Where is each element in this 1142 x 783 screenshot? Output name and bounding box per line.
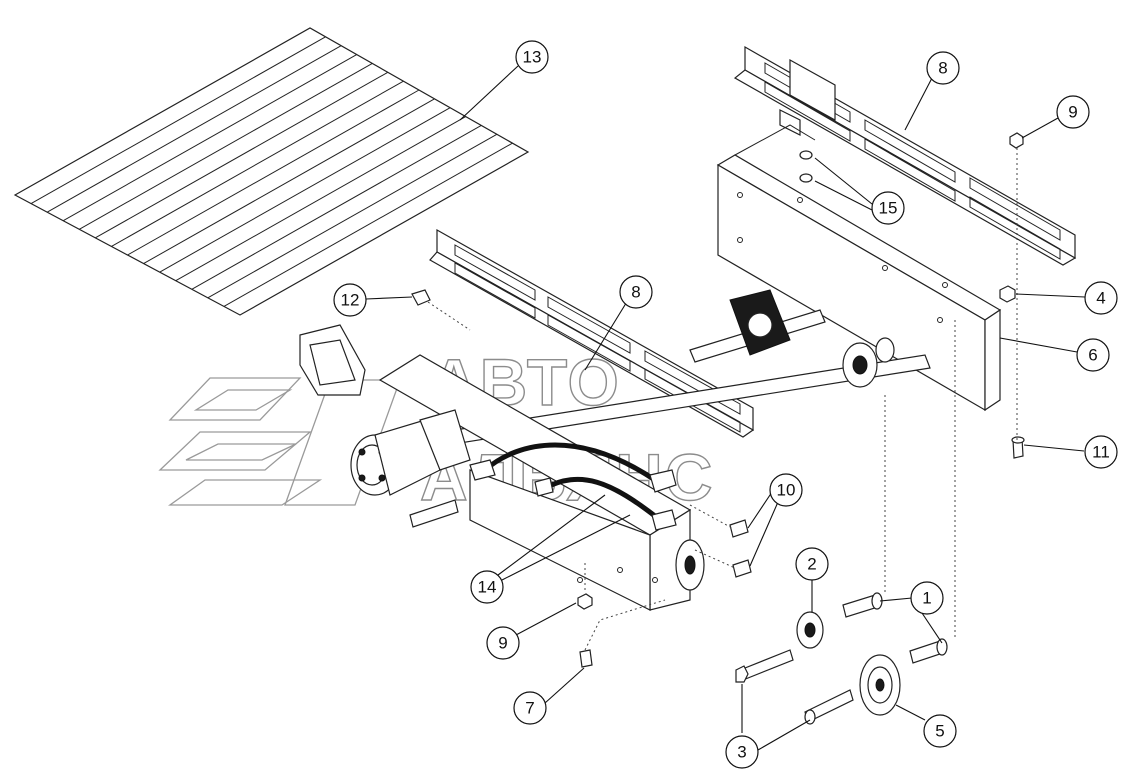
mat-slat [30, 36, 326, 205]
callout-15-label: 15 [879, 199, 898, 218]
callout-12-label: 12 [341, 291, 360, 310]
callout-6: 6 [1076, 338, 1110, 372]
callout-8-middle: 8 [619, 275, 653, 309]
callout-13: 13 [515, 40, 549, 74]
mat-slat [191, 124, 482, 290]
callout-3: 3 [725, 735, 759, 769]
mat-slat [62, 54, 357, 222]
watermark-logo [158, 377, 401, 506]
callout-4: 4 [1084, 281, 1118, 315]
callout-13-label: 13 [523, 48, 542, 67]
callout-6-label: 6 [1088, 346, 1097, 365]
callout-8-upper: 8 [926, 51, 960, 85]
callout-9-upper-label: 9 [1068, 103, 1077, 122]
callout-5: 5 [923, 714, 957, 748]
shaft-roller [842, 337, 895, 388]
leader-lines [365, 65, 1086, 751]
callout-3-label: 3 [737, 743, 746, 762]
nut-4 [999, 285, 1016, 303]
callout-11-label: 11 [1092, 443, 1110, 462]
pin-1-lower [909, 638, 948, 664]
roller-5 [859, 654, 901, 716]
callout-9-lower-label: 9 [498, 634, 507, 653]
callout-12: 12 [333, 283, 367, 317]
side-plate [716, 124, 1002, 412]
callout-1: 1 [910, 581, 944, 615]
callout-10-label: 10 [777, 481, 796, 500]
mat-slat [223, 142, 513, 307]
mat-slat [111, 80, 404, 247]
bolt-3-lower [804, 689, 854, 725]
callout-9-upper: 9 [1056, 95, 1090, 129]
hydraulic-motor [350, 409, 471, 528]
bolt-11 [1011, 436, 1025, 459]
callout-1-label: 1 [922, 589, 931, 608]
mat-slat [175, 116, 466, 282]
mat-slat [79, 62, 373, 230]
mat-slat [159, 107, 451, 273]
callout-7-label: 7 [525, 699, 534, 718]
mat-slat [46, 45, 342, 213]
pin-1-upper [842, 592, 883, 618]
mat-slat [207, 133, 498, 299]
bolt-7 [579, 599, 666, 668]
bracket-middle [429, 228, 755, 438]
mat-slat [127, 89, 420, 256]
nut-9-upper [1009, 132, 1024, 149]
callout-14-label: 14 [478, 578, 497, 597]
callout-10: 10 [769, 473, 803, 507]
mat-slat [143, 98, 435, 265]
roller-2 [796, 611, 824, 649]
hydraulic-hoses [469, 442, 677, 531]
callout-2: 2 [795, 547, 829, 581]
callout-5-label: 5 [935, 722, 944, 741]
callout-8-upper-label: 8 [938, 59, 947, 78]
slat-mat [13, 27, 530, 316]
bolt-3-upper [735, 649, 794, 683]
callout-8-middle-label: 8 [631, 283, 640, 302]
washers-15 [799, 150, 813, 183]
nut-9-lower [577, 560, 593, 610]
mat-slat [95, 71, 389, 239]
callout-7: 7 [513, 691, 547, 725]
drive-shaft [454, 289, 931, 444]
grease-fittings [689, 504, 752, 578]
callout-4-label: 4 [1096, 289, 1105, 308]
callout-15: 15 [871, 191, 905, 225]
callout-14: 14 [470, 570, 504, 604]
fitting-12 [411, 289, 471, 331]
callout-9-lower: 9 [486, 626, 520, 660]
callout-2-label: 2 [807, 555, 816, 574]
callout-11: 11 [1084, 435, 1118, 469]
frame-wheel [675, 539, 705, 591]
bracket-upper-right [733, 45, 1077, 266]
